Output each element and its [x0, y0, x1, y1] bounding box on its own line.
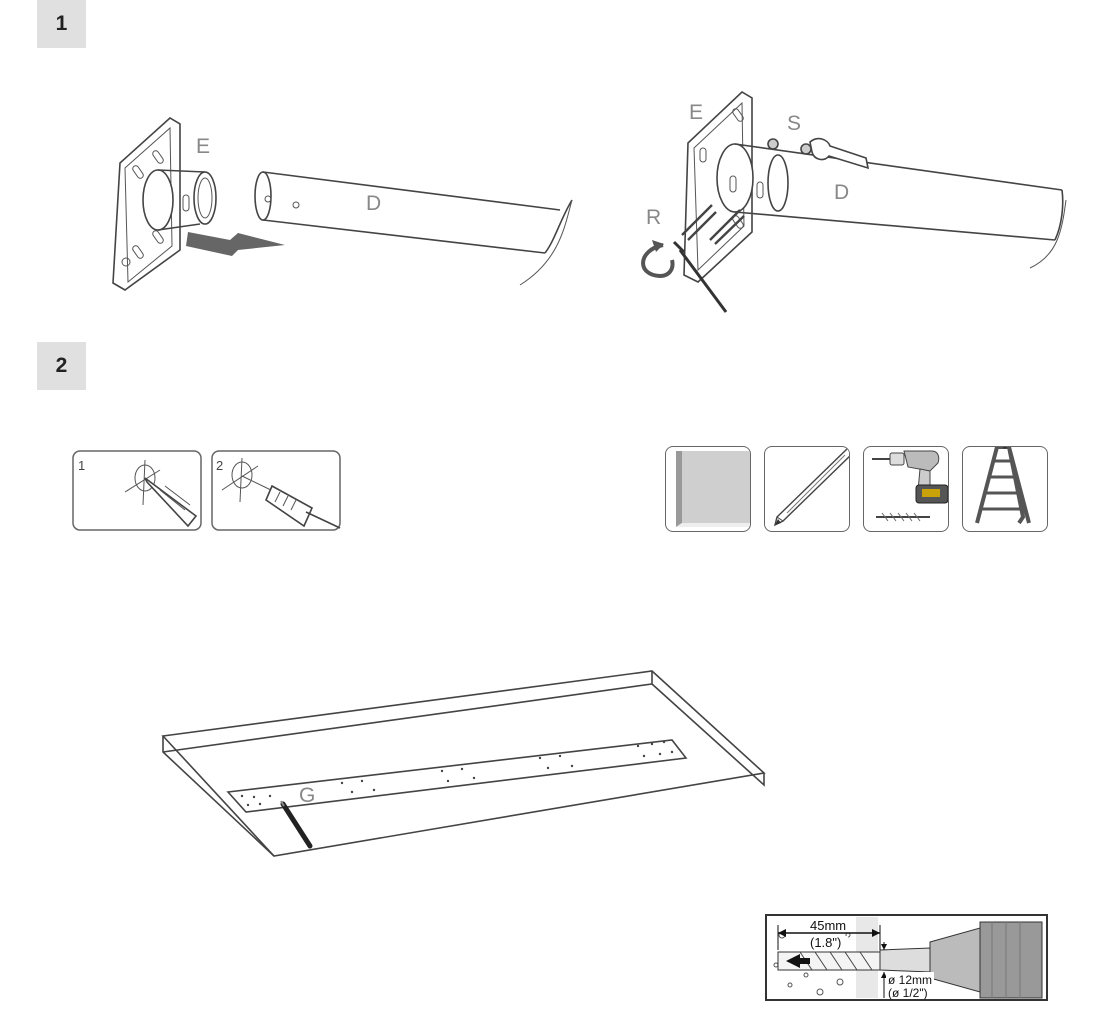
ladder-icon: [975, 447, 1031, 525]
wall-icon: [676, 451, 750, 527]
drill-diameter-mm: ø 12mm: [888, 973, 932, 987]
step-number-badge: 1: [37, 0, 86, 48]
label-key-r: R: [646, 206, 661, 229]
tool-card-ladder: [962, 446, 1048, 532]
label-plate-e: E: [689, 101, 703, 124]
drill-diameter-in: (ø 1/2"): [888, 986, 928, 1000]
step1-fix-tube-illustration: E S D R: [641, 91, 1067, 313]
step1-insert-tube-illustration: E D: [112, 117, 573, 291]
tool-card-pencil: [764, 446, 850, 532]
label-tube-d: D: [366, 192, 381, 215]
tool-card-wall: [665, 446, 751, 532]
label-nut-s: S: [787, 112, 801, 135]
panel-drill-mark: 2: [211, 450, 341, 531]
drill-depth-in: (1.8"): [810, 935, 841, 950]
panel-mark-with-pencil: 1: [72, 450, 202, 531]
panel-number: 2: [216, 458, 223, 473]
label-plate-e: E: [196, 135, 210, 158]
pencil-icon: [773, 447, 849, 527]
drill-depth-mm: 45mm: [810, 918, 846, 933]
panel-number: 1: [78, 458, 85, 473]
template-hole-marks: [240, 740, 674, 807]
label-template-g: G: [299, 784, 315, 807]
label-tube-d: D: [834, 181, 849, 204]
step-number-badge: 2: [37, 342, 86, 390]
tool-card-power-drill: [863, 446, 949, 532]
power-drill-icon: [872, 450, 948, 522]
